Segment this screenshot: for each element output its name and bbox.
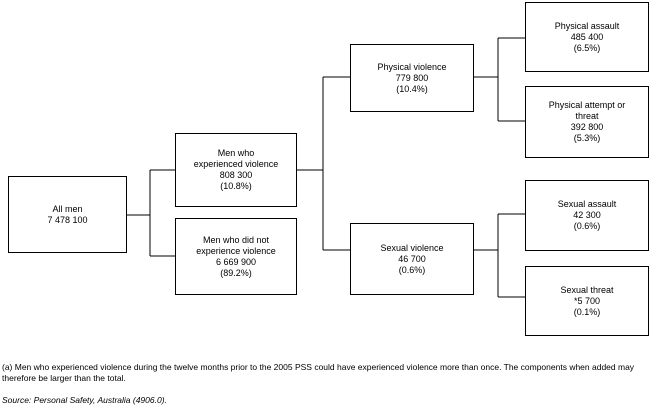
node-percent: (10.4%) bbox=[396, 83, 428, 94]
node-value: 808 300 bbox=[219, 170, 253, 180]
node-sexual-violence: Sexual violence 46 700 (0.6%) bbox=[350, 223, 474, 295]
node-value: 46 700 bbox=[398, 253, 426, 264]
node-men-experienced-violence: Men who experienced violence 808 300 (10… bbox=[175, 133, 297, 207]
node-physical-violence: Physical violence 779 800 (10.4%) bbox=[350, 44, 474, 112]
connector-sexual-violence bbox=[474, 213, 525, 298]
node-label: Men who did not experience violence bbox=[196, 234, 276, 256]
node-physical-attempt-threat: Physical attempt or threat 392 800 (5.3%… bbox=[525, 86, 649, 158]
node-percent: (0.1%) bbox=[573, 306, 601, 317]
node-sexual-threat: Sexual threat *5 700 (0.1%) bbox=[525, 266, 649, 336]
node-value: 392 800 bbox=[570, 122, 604, 132]
connector-physical-violence bbox=[474, 37, 525, 122]
node-percent: (0.6%) bbox=[398, 264, 426, 275]
source-note: Source: Personal Safety, Australia (4906… bbox=[2, 395, 167, 405]
node-label: Men who experienced violence bbox=[193, 148, 279, 169]
connector-experienced bbox=[297, 76, 350, 251]
node-label: Physical violence bbox=[377, 61, 447, 72]
node-percent: (5.3%) bbox=[573, 133, 601, 143]
node-label: All men bbox=[52, 203, 83, 214]
node-value: 485 400 bbox=[570, 31, 604, 42]
node-value: 779 800 bbox=[395, 72, 429, 83]
node-label: Physical assault bbox=[554, 20, 620, 31]
node-percent: (10.8%) bbox=[220, 181, 252, 191]
node-label: Sexual assault bbox=[557, 199, 617, 209]
node-percent: (0.6%) bbox=[573, 221, 601, 231]
node-sexual-assault: Sexual assault 42 300 (0.6%) bbox=[525, 180, 649, 251]
node-physical-assault: Physical assault 485 400 (6.5%) bbox=[525, 2, 649, 72]
node-percent: (6.5%) bbox=[573, 42, 601, 53]
node-value: 6 669 900 bbox=[215, 256, 257, 267]
node-all-men: All men 7 478 100 bbox=[8, 176, 127, 253]
footnote: (a) Men who experienced violence during … bbox=[2, 362, 635, 383]
node-men-not-experienced-violence: Men who did not experience violence 6 66… bbox=[175, 218, 297, 295]
node-label: Sexual threat bbox=[560, 284, 614, 295]
node-value: 42 300 bbox=[573, 210, 601, 220]
node-value: *5 700 bbox=[573, 295, 601, 306]
node-label: Sexual violence bbox=[380, 242, 444, 253]
connector-all-men bbox=[127, 169, 175, 257]
node-percent: (89.2%) bbox=[220, 267, 252, 278]
node-label: Physical attempt or threat bbox=[548, 100, 626, 121]
node-value: 7 478 100 bbox=[47, 214, 88, 225]
